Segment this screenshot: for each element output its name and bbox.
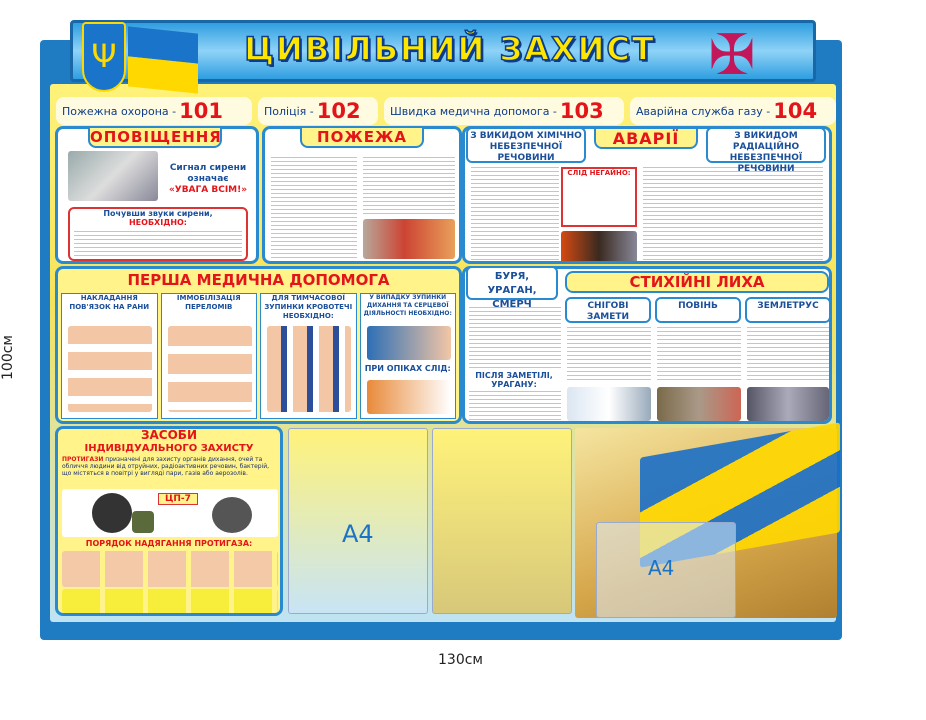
first-aid-col-cpr: У ВИПАДКУ ЗУПИНКИ ДИХАННЯ ТА СЕРЦЕВОЇ ДІ… [359, 293, 456, 419]
ukraine-flag-icon [128, 26, 198, 94]
urgent-heading: СЛІД НЕГАЙНО: [567, 169, 631, 177]
phone-number: 101 [179, 99, 223, 123]
first-aid-title: ПЕРША МЕДИЧНА ДОПОМОГА [127, 271, 390, 289]
earthquake-photo [747, 387, 829, 421]
chemical-subtitle: З ВИКИДОМ ХІМІЧНО НЕБЕЗПЕЧНОЇ РЕЧОВИНИ [466, 127, 586, 163]
phone-gas: Аварійна служба газу -104 [630, 97, 836, 125]
siren-instructions-box: Почувши звуки сирени, НЕОБХІДНО: [68, 207, 248, 261]
col-heading: ДЛЯ ТИМЧАСОВОЇ ЗУПИНКИ КРОВОТЕЧІ НЕОБХІД… [264, 294, 353, 320]
burns-heading: ПРИ ОПІКАХ СЛІД: [364, 364, 451, 373]
after-storm-heading: ПІСЛЯ ЗАМЕТІЛІ, УРАГАНУ: [475, 371, 553, 389]
storm-text [469, 307, 561, 369]
phone-number: 103 [559, 99, 604, 123]
col-heading: У ВИПАДКУ ЗУПИНКИ ДИХАННЯ ТА СЕРЦЕВОЇ ДІ… [363, 294, 452, 317]
a4-pocket-1[interactable] [288, 428, 428, 614]
phone-number: 102 [316, 99, 361, 123]
col-heading: НАКЛАДАННЯ ПОВ'ЯЗОК НА РАНИ [69, 294, 150, 311]
fire-panel [262, 126, 462, 264]
storm-heading: БУРЯ, УРАГАН, СМЕРЧ [466, 266, 558, 310]
gas-mask-icon [92, 493, 132, 533]
ppe-intro: ПРОТИГАЗИ призначені для захисту органів… [62, 456, 270, 477]
height-dimension-label: 100см [0, 335, 16, 380]
flood-text [657, 327, 741, 383]
donning-steps-images [62, 551, 278, 587]
a4-pocket-label: A4 [648, 556, 675, 580]
fire-text-left [271, 157, 357, 261]
after-storm-text [469, 391, 561, 421]
first-aid-col-wounds: НАКЛАДАННЯ ПОВ'ЯЗОК НА РАНИ [61, 293, 158, 419]
bandage-illustrations [68, 326, 152, 412]
gas-mask-diagram: ЦП-7 [62, 489, 278, 537]
phone-label: Аварійна служба газу - [636, 104, 771, 118]
chemical-text [471, 167, 559, 261]
donning-order-heading: ПОРЯДОК НАДЯГАННЯ ПРОТИГАЗА: [85, 539, 253, 548]
emergency-phones: Пожежна охорона -101 Поліція -102 Швидка… [56, 97, 836, 125]
earthquake-text [747, 327, 829, 383]
burns-illustration [366, 380, 451, 414]
a4-pocket-3[interactable] [596, 522, 736, 618]
bleeding-illustrations [267, 326, 351, 412]
snow-heading: СНІГОВІ ЗАМЕТИ [565, 297, 651, 323]
emblem-cross-icon: ✠ [708, 23, 756, 88]
phone-number: 104 [773, 99, 818, 123]
urgent-box: СЛІД НЕГАЙНО: [561, 167, 637, 227]
filter-canister-icon [132, 511, 154, 533]
phone-ambulance: Швидка медична допомога -103 [384, 97, 624, 125]
instructions-text [74, 231, 242, 257]
gas-mask-hood-icon [212, 497, 252, 533]
first-aid-columns: НАКЛАДАННЯ ПОВ'ЯЗОК НА РАНИ ІММОБІЛІЗАЦІ… [61, 293, 456, 419]
cpr-illustration [366, 326, 451, 360]
donning-steps-captions [62, 589, 278, 613]
fire-text-right [363, 157, 455, 215]
accident-photo [561, 231, 637, 261]
flood-heading: ПОВІНЬ [655, 297, 741, 323]
alert-title: ОПОВІЩЕННЯ [88, 126, 222, 148]
first-aid-col-bleeding: ДЛЯ ТИМЧАСОВОЇ ЗУПИНКИ КРОВОТЕЧІ НЕОБХІД… [260, 293, 357, 419]
snow-text [567, 327, 651, 383]
fracture-illustrations [167, 326, 252, 412]
phone-label: Пожежна охорона - [62, 104, 177, 118]
siren-devices-image [68, 151, 158, 201]
instructions-heading-necessary: НЕОБХІДНО: [128, 218, 188, 227]
accidents-title: АВАРІЇ [594, 127, 698, 149]
phone-label: Поліція - [264, 104, 314, 118]
phone-label: Швидка медична допомога - [390, 104, 557, 118]
fire-title: ПОЖЕЖА [300, 126, 424, 148]
instructions-heading: Почувши звуки сирени, [103, 209, 213, 218]
phone-police: Поліція -102 [258, 97, 378, 125]
earthquake-heading: ЗЕМЛЕТРУС [745, 297, 829, 323]
width-dimension-label: 130см [438, 652, 483, 668]
disasters-title: СТИХІЙНІ ЛИХА [565, 271, 829, 293]
radiation-text [643, 167, 823, 261]
phone-fire: Пожежна охорона -101 [56, 97, 252, 125]
radiation-subtitle: З ВИКИДОМ РАДІАЦІЙНО НЕБЕЗПЕЧНОЇ РЕЧОВИН… [706, 127, 826, 174]
col-heading: ІММОБІЛІЗАЦІЯ ПЕРЕЛОМІВ [176, 294, 241, 311]
first-aid-panel: ПЕРША МЕДИЧНА ДОПОМОГА НАКЛАДАННЯ ПОВ'ЯЗ… [55, 266, 462, 424]
first-aid-col-fractures: ІММОБІЛІЗАЦІЯ ПЕРЕЛОМІВ [160, 293, 257, 419]
gas-mask-model: ЦП-7 [158, 493, 198, 505]
snow-photo [567, 387, 651, 421]
coat-of-arms-icon: Ψ [82, 22, 126, 92]
a4-pocket-label: A4 [342, 520, 374, 548]
a4-pocket-2[interactable] [432, 428, 572, 614]
fire-photo [363, 219, 455, 259]
flood-photo [657, 387, 741, 421]
page-title: ЦИВІЛЬНИЙ ЗАХИСТ [244, 29, 656, 69]
